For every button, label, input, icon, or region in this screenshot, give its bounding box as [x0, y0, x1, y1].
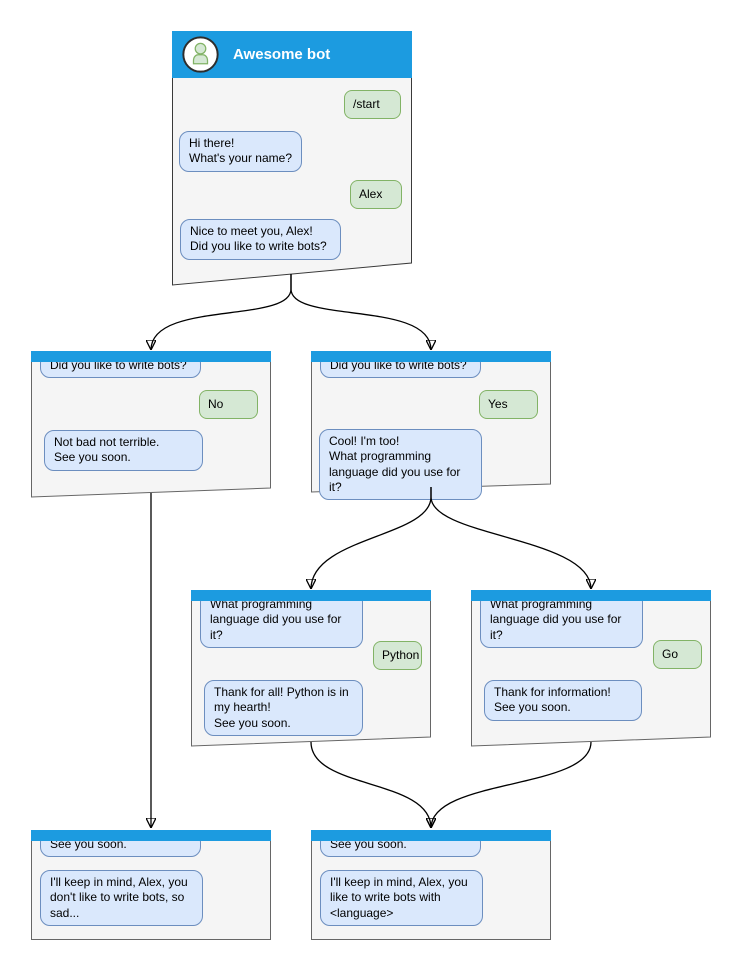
user-message-bubble: No: [199, 390, 258, 420]
window-header: [311, 351, 551, 362]
bot-title: Awesome bot: [233, 46, 331, 63]
chat-window-root: Awesome bot /start Hi there! What's your…: [172, 31, 412, 286]
edge-python-to-final-yes: [310, 741, 431, 828]
window-header: [31, 351, 271, 362]
chat-window-branch-yes: Did you like to write bots? Yes Cool! I'…: [311, 351, 551, 501]
bot-message-bubble: Thank for information! See you soon.: [484, 680, 642, 721]
chat-window-branch-no: Did you like to write bots? No Not bad n…: [31, 351, 271, 498]
bot-message-bubble: Cool! I'm too! What programming language…: [319, 429, 482, 501]
edge-branch-yes-to-python: [311, 487, 432, 589]
window-header: [31, 830, 271, 841]
chat-window-branch-go: What programming language did you use fo…: [471, 590, 711, 747]
chat-window-final-yes: See you soon. I'll keep in mind, Alex, y…: [311, 830, 551, 940]
bot-message-bubble: I'll keep in mind, Alex, you like to wri…: [320, 870, 483, 927]
user-message-bubble: Yes: [479, 390, 538, 420]
window-header: [191, 590, 431, 601]
bot-message-bubble: I'll keep in mind, Alex, you don't like …: [40, 870, 203, 927]
chat-window-final-no: See you soon. I'll keep in mind, Alex, y…: [31, 830, 271, 940]
bot-avatar-person-icon: [181, 35, 220, 74]
bot-message-bubble: Not bad not terrible. See you soon.: [44, 430, 203, 471]
edge-go-to-final-yes: [431, 741, 592, 828]
window-header: Awesome bot: [172, 31, 412, 78]
window-header: [311, 830, 551, 841]
bot-message-bubble: Nice to meet you, Alex! Did you like to …: [180, 219, 341, 260]
user-message-bubble: Python: [373, 641, 422, 671]
user-message-bubble: Alex: [350, 180, 402, 210]
bot-message-bubble: Hi there! What's your name?: [179, 131, 302, 172]
user-message-bubble: /start: [344, 90, 401, 120]
chat-window-branch-python: What programming language did you use fo…: [191, 590, 431, 747]
window-header: [471, 590, 711, 601]
edge-branch-yes-to-go: [430, 487, 591, 589]
bot-message-bubble: What programming language did you use fo…: [480, 592, 643, 649]
bot-message-bubble: Thank for all! Python is in my hearth! S…: [204, 680, 363, 737]
user-message-bubble: Go: [653, 640, 702, 670]
